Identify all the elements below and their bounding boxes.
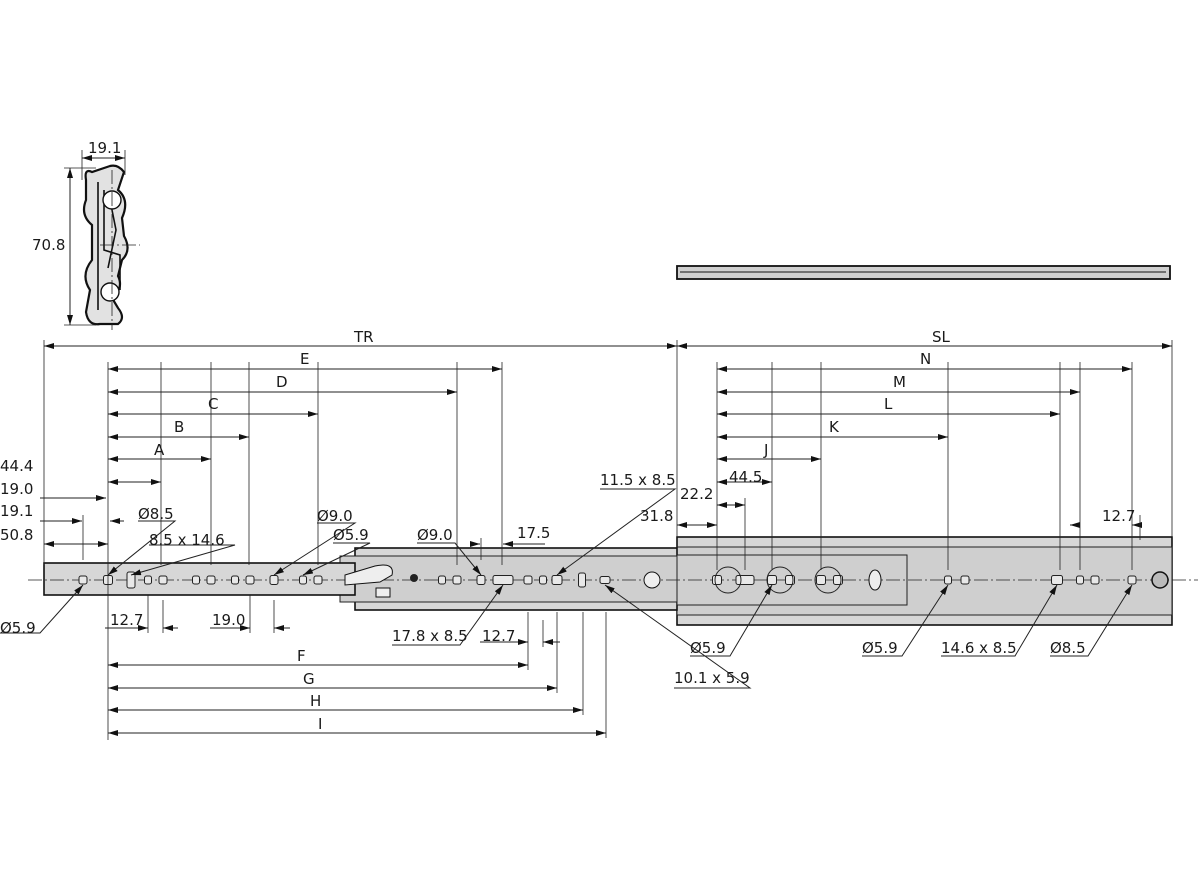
leader-line [392, 584, 504, 646]
leader-line [941, 584, 1058, 657]
hole [245, 575, 255, 585]
hole [1051, 575, 1063, 585]
hole [192, 575, 200, 585]
label-o5-9-c: Ø5.9 [690, 639, 726, 657]
dim-f: F [297, 647, 306, 665]
leader-line [862, 584, 949, 657]
hole [78, 575, 88, 585]
hole [158, 575, 168, 585]
leader-line [1050, 584, 1133, 657]
thin-rail-view [676, 265, 1171, 280]
dim-44-4: 44.4 [0, 457, 33, 475]
leader-line [417, 542, 482, 576]
hole [578, 572, 586, 588]
label-slot-8-5x14-6: 8.5 x 14.6 [149, 531, 225, 549]
leader-line [130, 544, 236, 576]
hole [144, 575, 152, 585]
dim-12-7-right: 12.7 [1102, 507, 1135, 525]
hole [452, 575, 462, 585]
dim-b: B [174, 418, 184, 436]
dim-44-5: 44.5 [729, 468, 762, 486]
dim-e: E [300, 350, 309, 368]
hole [816, 575, 826, 585]
label-o8-5-right: Ø8.5 [1050, 639, 1086, 657]
dim-d: D [276, 373, 288, 391]
label-slot-10-1x5-9: 10.1 x 5.9 [674, 669, 750, 687]
dim-sl: SL [932, 328, 951, 346]
dim-j: J [763, 441, 768, 459]
hole [960, 575, 970, 585]
hole [492, 575, 514, 585]
leader-line [302, 542, 371, 576]
hole [313, 575, 323, 585]
leader-line [0, 584, 84, 634]
profile-height-label: 70.8 [32, 236, 65, 254]
dim-19-0: 19.0 [0, 480, 33, 498]
label-o9-0-a: Ø9.0 [317, 507, 353, 525]
dim-g: G [303, 670, 315, 688]
hole [833, 575, 843, 585]
hole [551, 575, 563, 585]
hole [269, 575, 279, 585]
rosette-hole-outline [814, 566, 842, 594]
hole [231, 575, 239, 585]
dim-i: I [318, 715, 322, 733]
dim-12-7-b: 12.7 [482, 627, 515, 645]
dim-22-2: 22.2 [680, 485, 713, 503]
hole [1127, 575, 1137, 585]
label-o5-9-b: Ø5.9 [333, 526, 369, 544]
hole [599, 576, 611, 584]
hole [523, 575, 533, 585]
dim-tr: TR [353, 328, 374, 346]
hole [944, 575, 952, 585]
dim-19-0-b: 19.0 [212, 611, 245, 629]
dimension-lines [0, 340, 1173, 740]
leader-line [690, 584, 773, 657]
hole [299, 575, 307, 585]
hole [1090, 575, 1100, 585]
hole [438, 575, 446, 585]
label-slot-11-5x8-5: 11.5 x 8.5 [600, 471, 676, 489]
label-o8-5-left: Ø8.5 [138, 505, 174, 523]
dim-50-8: 50.8 [0, 526, 33, 544]
hole [539, 575, 547, 585]
dim-m: M [893, 373, 906, 391]
cross-section-profile [64, 150, 140, 330]
hole [206, 575, 216, 585]
dim-12-7-a: 12.7 [110, 611, 143, 629]
label-slot-17-8x8-5: 17.8 x 8.5 [392, 627, 468, 645]
dim-n: N [920, 350, 931, 368]
leader-line [273, 522, 357, 576]
dim-19-1: 19.1 [0, 502, 33, 520]
hole [735, 575, 755, 585]
hole [767, 575, 777, 585]
dim-h: H [310, 692, 321, 710]
label-o5-9-left: Ø5.9 [0, 619, 36, 637]
profile-width-label: 19.1 [88, 139, 121, 157]
rosette-hole-outline [766, 566, 794, 594]
leader-line [107, 520, 177, 576]
hole [1076, 575, 1084, 585]
dim-l: L [884, 395, 893, 413]
hole [476, 575, 486, 585]
label-o9-0-b: Ø9.0 [417, 526, 453, 544]
dim-a: A [154, 441, 165, 459]
dim-c: C [208, 395, 218, 413]
dim-k: K [829, 418, 840, 436]
hole [712, 575, 722, 585]
label-slot-14-6x8-5: 14.6 x 8.5 [941, 639, 1017, 657]
leader-line [604, 584, 752, 689]
mounting-holes [78, 566, 1137, 594]
dim-31-8: 31.8 [640, 507, 673, 525]
label-o5-9-d: Ø5.9 [862, 639, 898, 657]
rosette-hole-outline [714, 566, 742, 594]
dim-17-5: 17.5 [517, 524, 550, 542]
leader-line [556, 488, 677, 576]
slide-body [28, 536, 1198, 626]
hole [785, 575, 795, 585]
